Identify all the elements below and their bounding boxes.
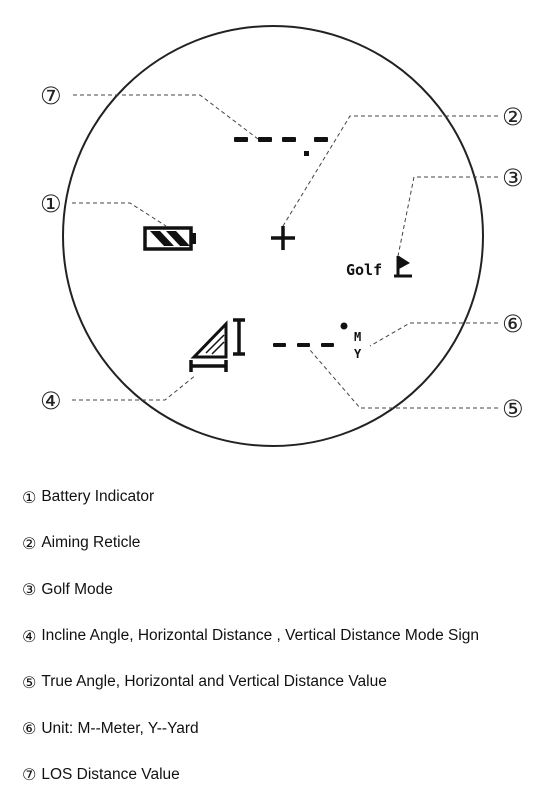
- legend-number: ④: [22, 626, 37, 646]
- legend-label: Unit: M--Meter, Y--Yard: [41, 719, 199, 737]
- vertical-distance-icon: [233, 318, 245, 356]
- leader-3: [397, 176, 498, 257]
- aiming-reticle: [271, 226, 295, 250]
- leader-7: [73, 94, 259, 140]
- golf-mode: Golf: [346, 256, 412, 279]
- rangefinder-display-diagram: Golf M Y: [40, 25, 524, 447]
- leader-5: [309, 349, 498, 409]
- incline-triangle-icon: [190, 320, 228, 359]
- callout-7: ⑦: [40, 82, 62, 110]
- callout-5: ⑤: [502, 395, 524, 423]
- legend-item: ④ Incline Angle, Horizontal Distance , V…: [22, 613, 542, 659]
- callout-6: ⑥: [502, 310, 524, 338]
- legend-list: ① Battery Indicator ② Aiming Reticle ③ G…: [22, 474, 542, 798]
- legend-item: ⑦ LOS Distance Value: [22, 752, 542, 798]
- unit-indicator: M Y: [354, 330, 362, 361]
- unit-yard: Y: [354, 347, 362, 361]
- legend-item: ③ Golf Mode: [22, 567, 542, 613]
- callout-4: ④: [40, 387, 62, 415]
- golf-mode-text: Golf: [346, 261, 382, 279]
- angle-distance-value: [273, 322, 348, 347]
- golf-flag-icon: [394, 256, 412, 278]
- legend-label: Incline Angle, Horizontal Distance , Ver…: [41, 627, 480, 645]
- callout-1: ①: [40, 190, 62, 218]
- legend-label: LOS Distance Value: [41, 765, 180, 783]
- legend-label: Golf Mode: [41, 580, 113, 598]
- legend-item: ⑥ Unit: M--Meter, Y--Yard: [22, 705, 542, 751]
- legend-number: ⑥: [22, 719, 37, 739]
- legend-label: Aiming Reticle: [41, 534, 141, 552]
- legend-item: ② Aiming Reticle: [22, 520, 542, 566]
- unit-meter: M: [354, 330, 361, 344]
- legend-item: ⑤ True Angle, Horizontal and Vertical Di…: [22, 659, 542, 705]
- leader-1: [72, 202, 167, 227]
- los-distance-value: [234, 137, 328, 156]
- horizontal-distance-icon: [189, 360, 228, 372]
- callout-2: ②: [502, 103, 524, 131]
- battery-icon: [143, 226, 196, 251]
- callout-3: ③: [502, 164, 524, 192]
- viewfinder-circle: [62, 25, 484, 447]
- legend-number: ⑦: [22, 765, 37, 785]
- legend-item: ① Battery Indicator: [22, 474, 542, 520]
- leader-2: [282, 115, 498, 227]
- legend-number: ②: [22, 533, 37, 553]
- incline-mode-sign: [189, 318, 245, 372]
- leader-4: [72, 374, 197, 401]
- legend-label: True Angle, Horizontal and Vertical Dist…: [41, 673, 387, 691]
- legend-label: Battery Indicator: [41, 488, 155, 506]
- legend-number: ⑤: [22, 672, 37, 692]
- legend-number: ①: [22, 487, 37, 507]
- legend-number: ③: [22, 580, 37, 600]
- leader-6: [369, 322, 498, 347]
- leader-lines: [72, 94, 498, 409]
